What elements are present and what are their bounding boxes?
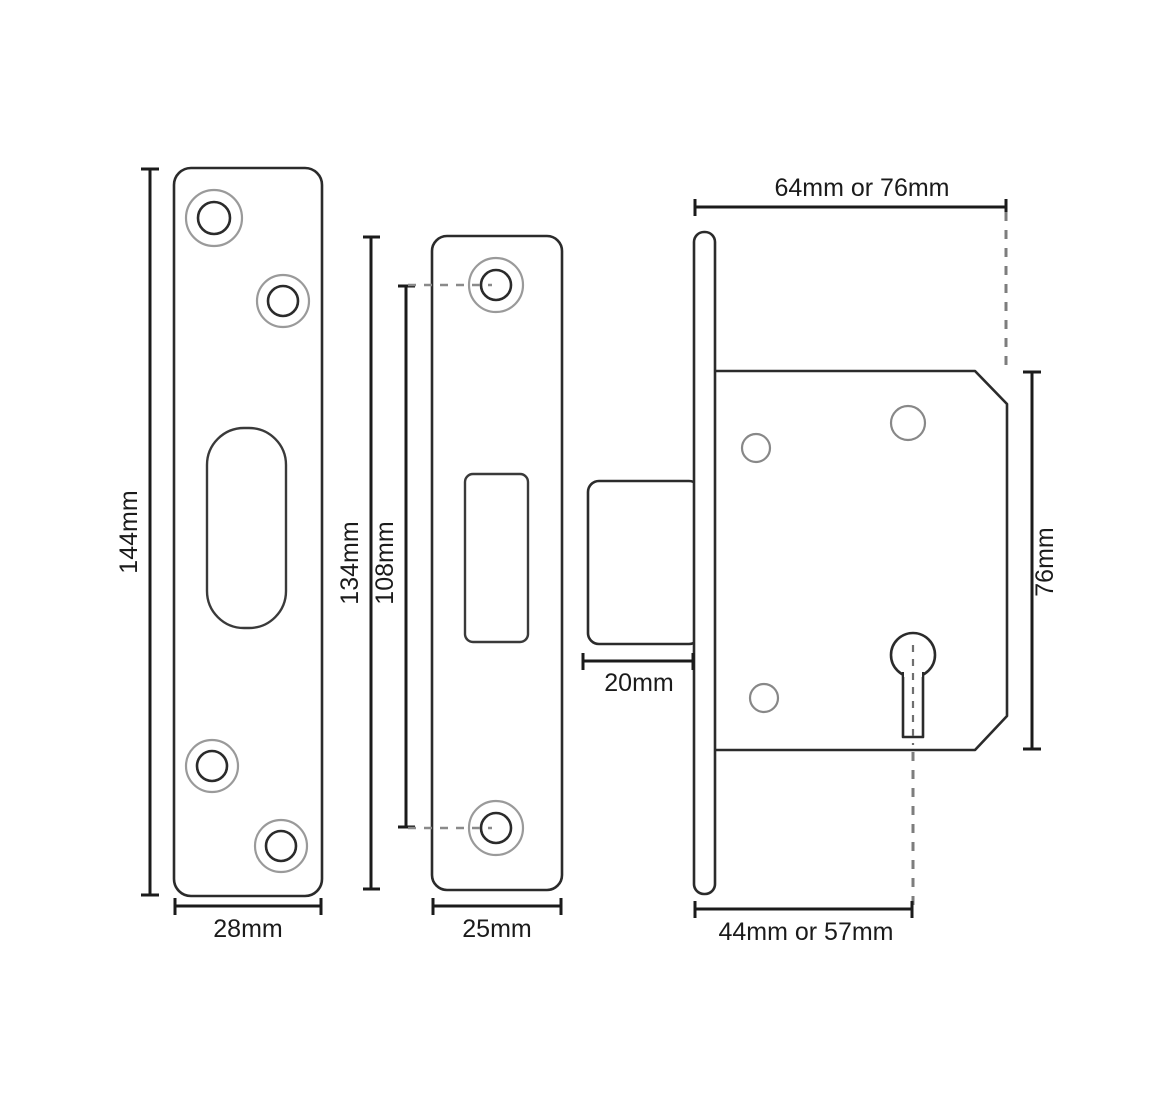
part-lock-body	[586, 230, 1009, 896]
lock-case-hole-upper-right	[889, 404, 927, 442]
strike-plate-hole-top-left	[184, 188, 244, 248]
dimension-backset: 44mm or 57mm	[693, 752, 915, 946]
forend-cutout	[463, 472, 530, 644]
dimension-bolt-projection: 20mm	[581, 653, 695, 697]
dimension-label-144mm: 144mm	[115, 490, 143, 573]
dimension-case-height: 76mm	[1023, 370, 1059, 751]
dimension-label-64mm-or-76mm: 64mm or 76mm	[774, 174, 949, 202]
strike-plate-hole-bottom-right	[253, 818, 309, 874]
dimension-forend-height: 134mm	[336, 235, 380, 891]
forend-hole-top	[467, 256, 525, 314]
strike-plate-hole-upper-right	[255, 273, 311, 329]
dimension-forend-width: 25mm	[431, 898, 563, 943]
part-strike-plate	[172, 166, 324, 898]
dimension-label-76mm: 76mm	[1031, 527, 1059, 596]
dimension-strike-plate-width: 28mm	[173, 898, 323, 943]
dimension-label-25mm: 25mm	[462, 915, 531, 943]
dimension-case-depth: 64mm or 76mm	[693, 174, 1008, 366]
dimension-strike-plate-height: 144mm	[115, 167, 159, 897]
strike-plate-cutout	[205, 426, 288, 630]
dimension-forend-hole-spacing: 108mm	[371, 283, 492, 830]
part-lock-forend	[430, 234, 564, 892]
dimension-label-20mm: 20mm	[604, 669, 673, 697]
dimension-label-28mm: 28mm	[213, 915, 282, 943]
forend-hole-bottom	[467, 799, 525, 857]
dimension-label-108mm: 108mm	[371, 521, 399, 604]
dimension-label-44mm-or-57mm: 44mm or 57mm	[718, 918, 893, 946]
lock-faceplate-strip	[692, 230, 717, 896]
lock-bolt	[586, 479, 702, 646]
lock-case-hole-upper-left	[740, 432, 772, 464]
dimension-label-134mm: 134mm	[336, 521, 364, 604]
strike-plate-hole-lower-left	[184, 738, 240, 794]
lock-case-hole-lower-left	[748, 682, 780, 714]
